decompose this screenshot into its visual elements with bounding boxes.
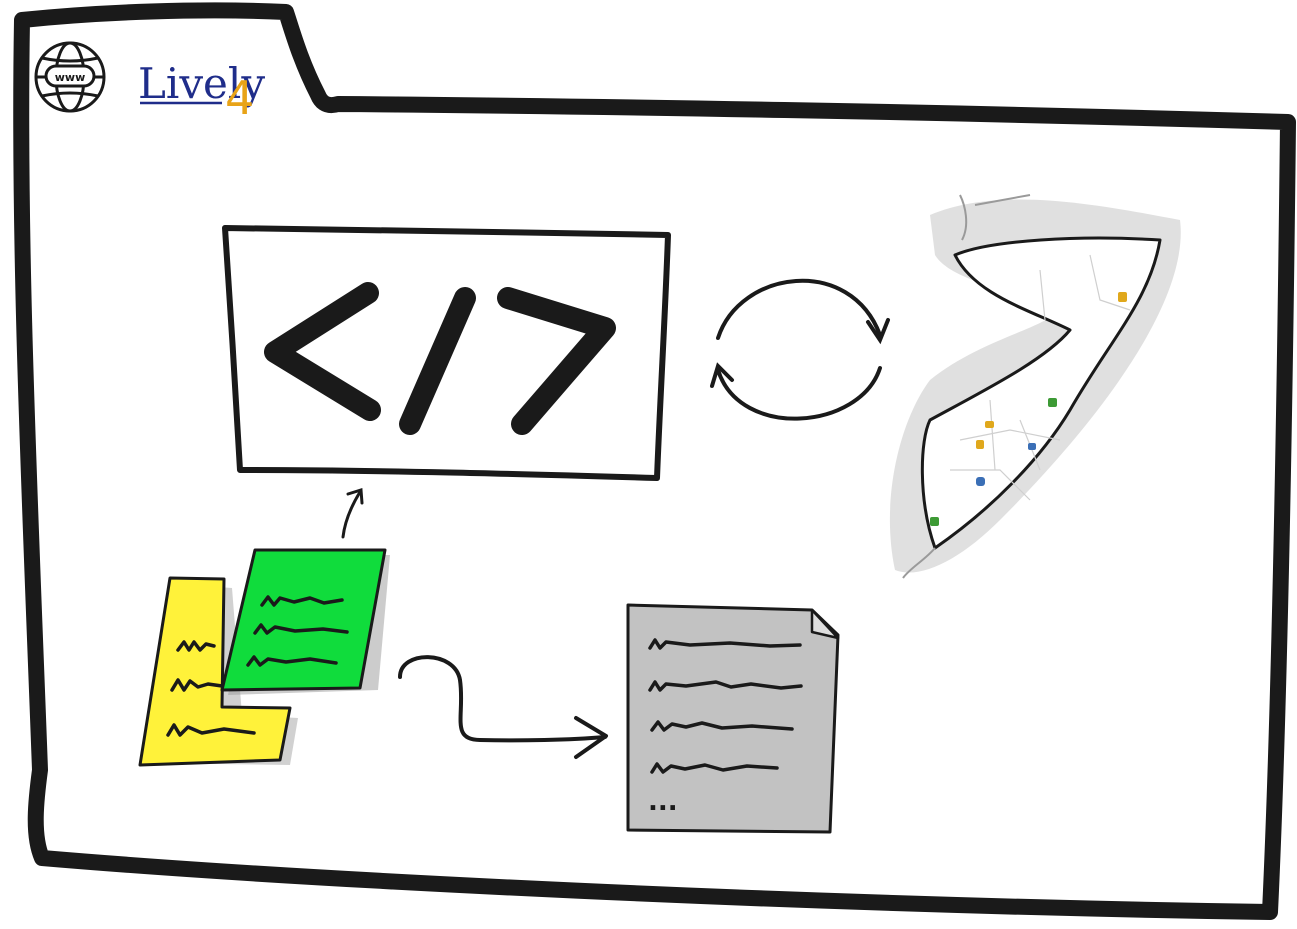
code-tag-icon [264,282,616,435]
logo-text: Lively [138,59,265,108]
map-marker-orange [985,421,994,428]
map-marker-blue [976,477,985,486]
document-ellipsis: ... [648,787,678,817]
cycle-arrows-icon [710,278,890,421]
map-marker-green [1048,398,1057,407]
yellow-note [138,576,292,767]
logo-version: 4 [225,71,254,125]
code-panel [222,225,671,481]
sticky-notes-icon [138,548,390,767]
document-icon: ... [626,603,840,834]
map-marker-orange [976,440,984,449]
up-arrow-icon [341,488,364,539]
lively4-logo: Lively 4 [138,59,265,125]
green-note [220,548,387,692]
map-marker-orange [1118,292,1127,302]
globe-label: www [55,71,86,84]
globe-www-icon [34,41,106,113]
window-frame [13,2,1296,920]
flow-arrow-icon [398,655,608,759]
map-marker-blue [1028,443,1036,450]
map-marker-green [930,517,939,526]
map-icon [889,194,1181,579]
